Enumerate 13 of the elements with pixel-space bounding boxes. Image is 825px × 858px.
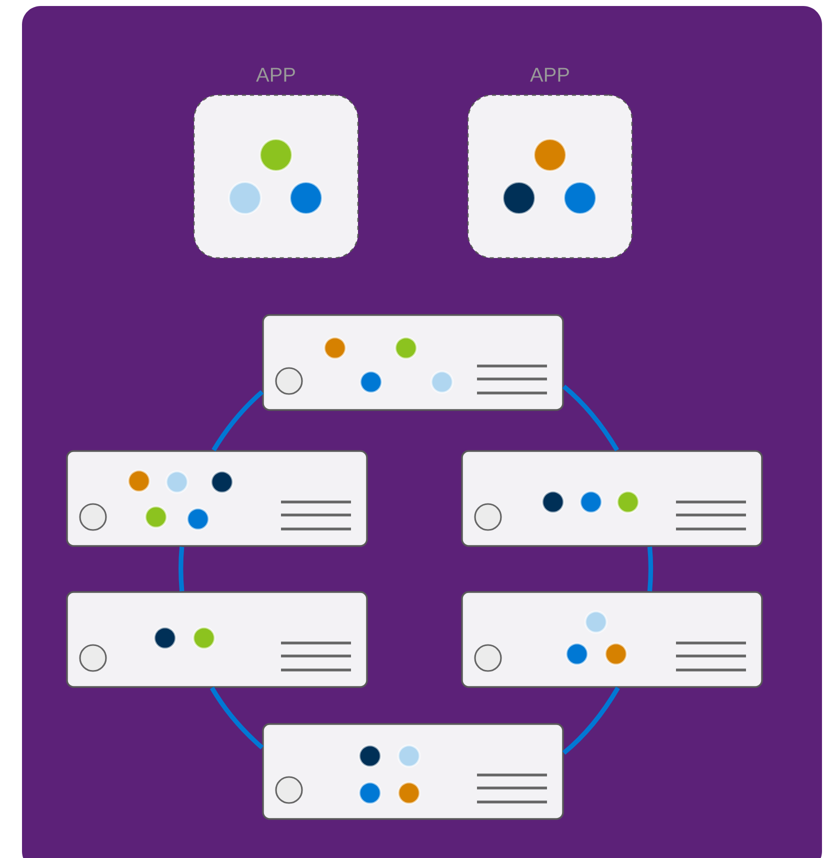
server-box [66,591,368,688]
server-box [461,591,763,688]
ring-connector [178,546,184,592]
ring-connector [647,546,654,592]
node-label: APP [530,68,569,82]
ring-connector [562,686,620,755]
server-box [262,723,564,820]
ring-connector [212,390,264,452]
node-label: APP [256,68,295,82]
server-box [262,314,564,411]
ring-connector [562,384,620,452]
ring-connector [210,686,264,750]
server-box [461,450,763,547]
